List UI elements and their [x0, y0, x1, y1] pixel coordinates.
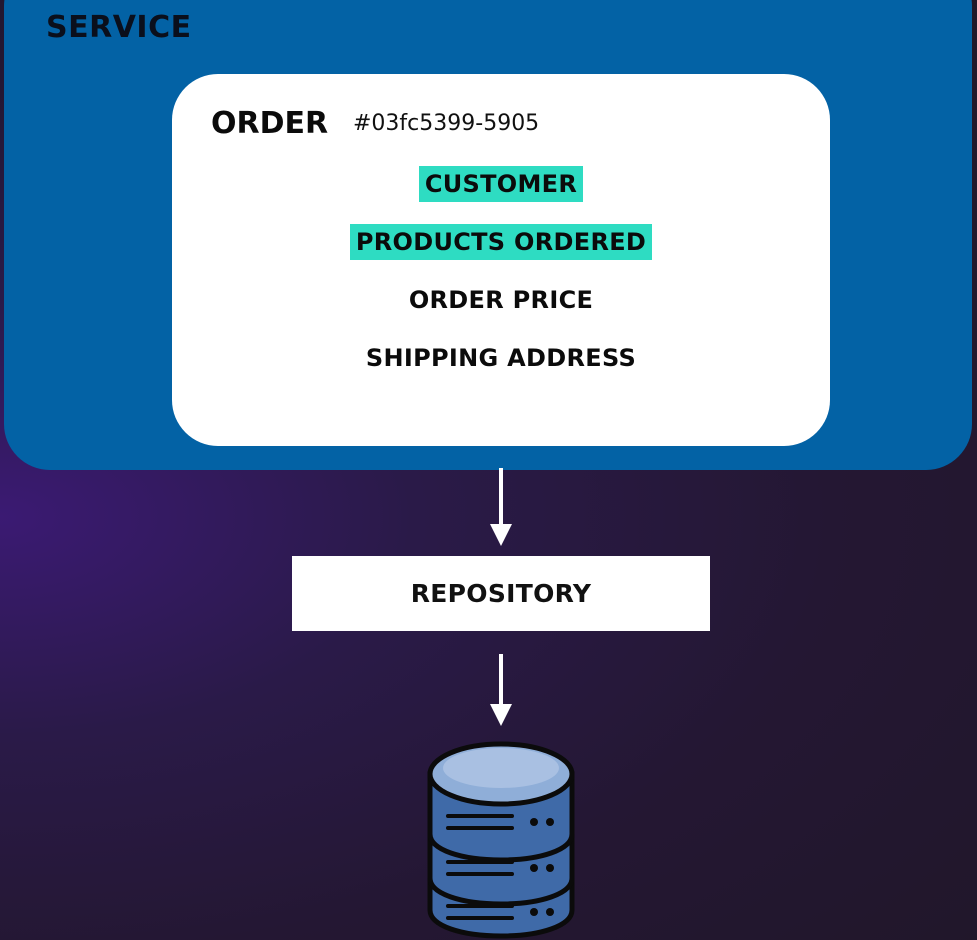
field-shipping-address: SHIPPING ADDRESS [172, 340, 830, 376]
repository-label: REPOSITORY [410, 579, 592, 608]
field-customer: CUSTOMER [172, 166, 830, 202]
field-products-ordered: PRODUCTS ORDERED [172, 224, 830, 260]
order-card: ORDER #03fc5399-5905 CUSTOMER PRODUCTS O… [172, 74, 830, 446]
repository-box: REPOSITORY [292, 556, 710, 631]
arrow-down-icon [490, 654, 512, 726]
service-label: SERVICE [46, 10, 192, 45]
field-shipping-address-label: SHIPPING ADDRESS [365, 344, 637, 372]
order-id: #03fc5399-5905 [353, 111, 540, 136]
arrow-down-icon [490, 468, 512, 546]
field-order-price: ORDER PRICE [172, 282, 830, 318]
database-icon [427, 741, 575, 939]
field-customer-label: CUSTOMER [418, 166, 584, 202]
field-products-ordered-label: PRODUCTS ORDERED [349, 224, 653, 260]
order-title: ORDER [211, 106, 329, 141]
field-order-price-label: ORDER PRICE [408, 286, 594, 314]
